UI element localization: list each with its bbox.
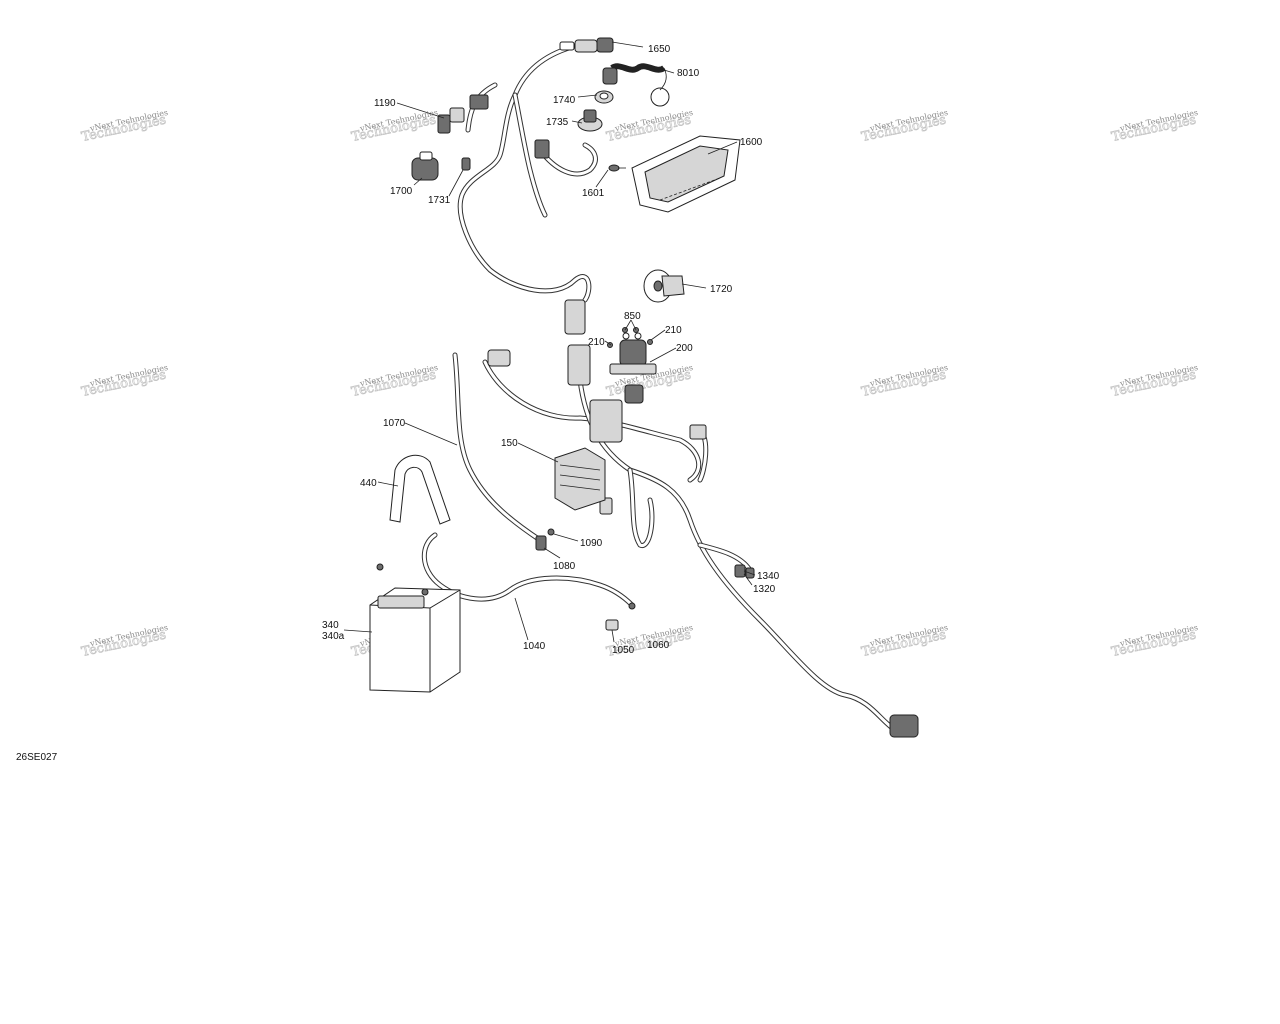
label-150: 150 [501,438,518,449]
label-850: 850 [624,311,641,322]
end-connector [889,714,919,738]
leader-lines [343,41,756,641]
label-1600: 1600 [740,137,763,148]
cap-1720 [643,269,685,303]
label-1320: 1320 [753,584,776,595]
wiring-harness [421,44,898,733]
gauge-display-1600 [631,135,741,213]
coiled-cable-8010 [602,63,670,107]
connector [567,344,591,386]
label-440: 440 [360,478,377,489]
label-1090: 1090 [580,538,603,549]
label-1735: 1735 [546,117,569,128]
sensor-1650 [559,37,614,53]
label-1080: 1080 [553,561,576,572]
battery-340 [369,563,461,693]
switch-1700 [411,151,439,181]
connector-1731 [461,157,471,171]
label-1340: 1340 [757,571,780,582]
label-1060: 1060 [647,640,670,651]
switch-1735 [577,109,603,132]
label-1731: 1731 [428,195,451,206]
label-1740: 1740 [553,95,576,106]
label-1070: 1070 [383,418,406,429]
strap-440 [389,454,451,525]
screw-1601 [608,164,626,172]
label-1650: 1650 [648,44,671,55]
components [369,37,919,738]
connector [689,424,707,440]
label-210: 210 [588,337,605,348]
label-1720: 1720 [710,284,733,295]
label-1050: 1050 [612,645,635,656]
connector-1190 [437,94,489,134]
connector [624,384,644,404]
label-200: 200 [676,343,693,354]
label-1601: 1601 [582,188,605,199]
label-1040: 1040 [523,641,546,652]
terminal-1080-1090 [535,528,555,551]
reference-code: 26SE027 [16,752,58,763]
connector [487,349,511,367]
label-340: 340 [322,620,339,631]
label-1700: 1700 [390,186,413,197]
connector [599,497,613,515]
part-labels: 1650 8010 1190 1740 1735 1600 1700 1731 … [322,44,780,656]
grommet-1740 [594,90,614,104]
label-1190: 1190 [374,98,396,109]
label-340a: 340a [322,631,345,642]
regulator-150 [554,447,606,511]
label-210: 210 [665,325,682,336]
bolt-1050-1060 [605,602,636,643]
connector [534,139,550,159]
label-8010: 8010 [677,68,700,79]
solenoid-200 [609,332,657,375]
fuse-box [589,399,623,443]
connector [564,299,586,335]
